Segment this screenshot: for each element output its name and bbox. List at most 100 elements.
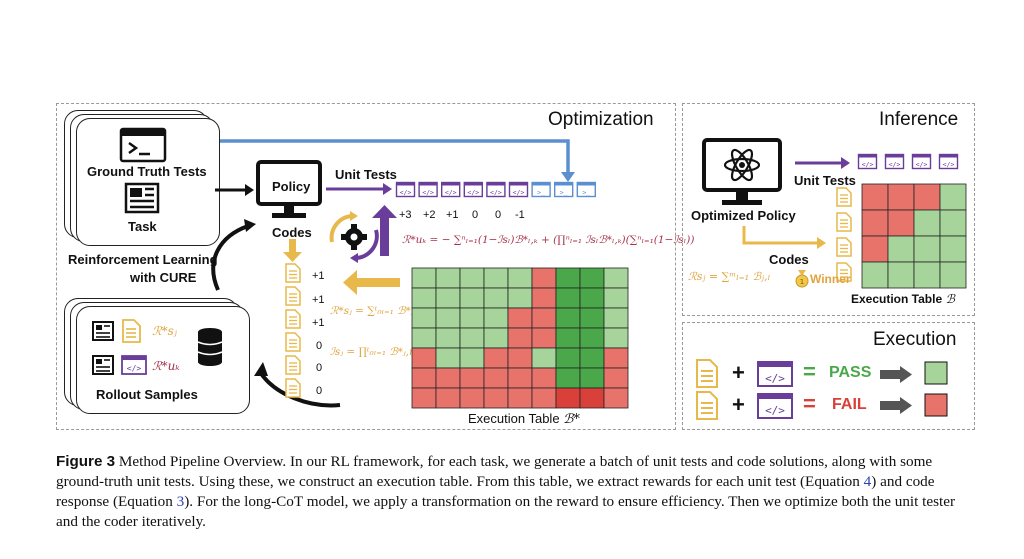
table-cell xyxy=(861,209,889,237)
inf-table-label-text: Execution Table xyxy=(851,292,943,306)
optimization-execution-table xyxy=(411,267,629,409)
unit-reward: +1 xyxy=(446,209,459,221)
caption-figure-number: Figure 3 xyxy=(56,453,116,470)
policy-label: Policy xyxy=(272,179,311,194)
svg-text:</>: </> xyxy=(400,189,412,197)
unit-test-icon: </> xyxy=(884,153,905,170)
code-reward: +1 xyxy=(312,294,325,306)
svg-text:</>: </> xyxy=(422,189,434,197)
gear-icon xyxy=(329,211,379,263)
table-cell xyxy=(887,235,915,263)
code-file-icon xyxy=(285,286,301,306)
table-cell xyxy=(913,209,941,237)
unit-tests-label: Unit Tests xyxy=(335,167,397,182)
terminal-test-icon: >_ xyxy=(531,181,551,198)
policy-monitor-icon xyxy=(256,160,322,218)
table-cell xyxy=(861,261,889,289)
code-file-icon xyxy=(836,212,852,232)
code-reward: 0 xyxy=(316,340,323,352)
inference-codes-label: Codes xyxy=(769,252,809,267)
svg-text:</>: </> xyxy=(889,161,901,169)
caption-text-1: Method Pipeline Overview. In our RL fram… xyxy=(56,453,933,490)
svg-text:1: 1 xyxy=(800,278,804,286)
unit-test-icon: </> xyxy=(911,153,932,170)
unit-test-icon: </> xyxy=(508,181,529,198)
unit-test-icons-row: </> </> </> </> </> </> >_ >_ >_ xyxy=(395,181,597,198)
terminal-test-icon: >_ xyxy=(553,181,574,198)
table-cell xyxy=(887,183,915,211)
ground-truth-tests-label: Ground Truth Tests xyxy=(87,164,207,179)
caption-ref-eq4[interactable]: 4 xyxy=(863,473,872,490)
unit-reward: +3 xyxy=(399,209,412,221)
unit-test-icon: </> xyxy=(486,181,506,198)
inf-table-symbol: ℬ xyxy=(945,292,955,306)
code-reward: +1 xyxy=(312,317,325,329)
table-cell xyxy=(861,235,889,263)
unit-reward: 0 xyxy=(495,209,502,221)
svg-text:</>: </> xyxy=(467,189,479,197)
inference-panel xyxy=(682,103,975,316)
task-label: Task xyxy=(128,219,157,234)
table-cell xyxy=(913,235,941,263)
opt-table-label: Execution Table ℬ* xyxy=(468,411,580,427)
table-cell xyxy=(603,387,629,409)
opt-table-symbol: ℬ* xyxy=(563,412,580,427)
table-cell xyxy=(939,209,967,237)
exec-plus-1: + xyxy=(732,360,745,385)
inference-table-label: Execution Table ℬ xyxy=(851,292,955,306)
code-file-icon xyxy=(285,332,301,352)
svg-text:</>: </> xyxy=(445,189,457,197)
svg-text:>_: >_ xyxy=(582,189,590,197)
rl-label-line2: with CURE xyxy=(130,270,197,285)
rollout-code-reward: ℛ*sⱼ xyxy=(152,324,177,338)
code-indicator-formula: ℐsⱼ = ∏ᵗ₀ₗ₌₁ ℬ*ⱼ,m+l xyxy=(330,346,432,358)
atom-monitor-icon xyxy=(702,138,782,205)
table-cell xyxy=(939,235,967,263)
code-file-icon xyxy=(836,262,852,282)
svg-text:>_: >_ xyxy=(560,189,568,197)
unit-test-icon: </> xyxy=(418,181,438,198)
code-reward: 0 xyxy=(316,385,323,397)
code-files-column xyxy=(285,263,301,398)
terminal-icon xyxy=(119,127,167,163)
inference-unit-tests-label: Unit Tests xyxy=(794,173,856,188)
terminal-test-icon: >_ xyxy=(576,181,597,198)
fail-label: FAIL xyxy=(832,396,867,413)
unit-test-icon: </> xyxy=(938,153,959,170)
unit-test-icon: </> xyxy=(857,153,878,170)
svg-text:</>: </> xyxy=(916,161,928,169)
table-cell xyxy=(913,261,941,289)
caption-ref-eq3[interactable]: 3 xyxy=(176,493,185,510)
unit-test-icon: </> xyxy=(395,181,416,198)
inference-code-files xyxy=(836,187,852,282)
table-cell xyxy=(939,183,967,211)
rollout-unit-reward: ℛ*uₖ xyxy=(152,359,180,373)
opt-table-label-text: Execution Table xyxy=(468,411,560,426)
unit-reward: 0 xyxy=(472,209,479,221)
svg-text:</>: </> xyxy=(765,404,785,417)
inference-title: Inference xyxy=(879,109,959,130)
pass-label: PASS xyxy=(829,364,872,381)
optimization-panel xyxy=(56,103,676,430)
exec-plus-2: + xyxy=(732,392,745,417)
inference-unit-test-icons: </> </> </> </> xyxy=(857,153,959,170)
code-file-icon xyxy=(836,237,852,257)
unit-reward: -1 xyxy=(515,209,525,221)
execution-title: Execution xyxy=(873,329,957,350)
caption-text-3: ). For the long-CoT model, we apply a tr… xyxy=(56,493,956,530)
unit-test-icon: </> xyxy=(463,181,484,198)
code-file-icon xyxy=(285,378,301,398)
svg-text:>_: >_ xyxy=(537,189,545,197)
optimized-policy-label: Optimized Policy xyxy=(691,208,796,223)
inference-execution-table xyxy=(861,183,967,289)
figure-caption: Figure 3 Method Pipeline Overview. In ou… xyxy=(56,452,974,532)
code-file-icon xyxy=(285,263,301,283)
table-cell xyxy=(939,261,967,289)
svg-text:</>: </> xyxy=(490,189,502,197)
exec-eq-2: = xyxy=(803,391,816,416)
